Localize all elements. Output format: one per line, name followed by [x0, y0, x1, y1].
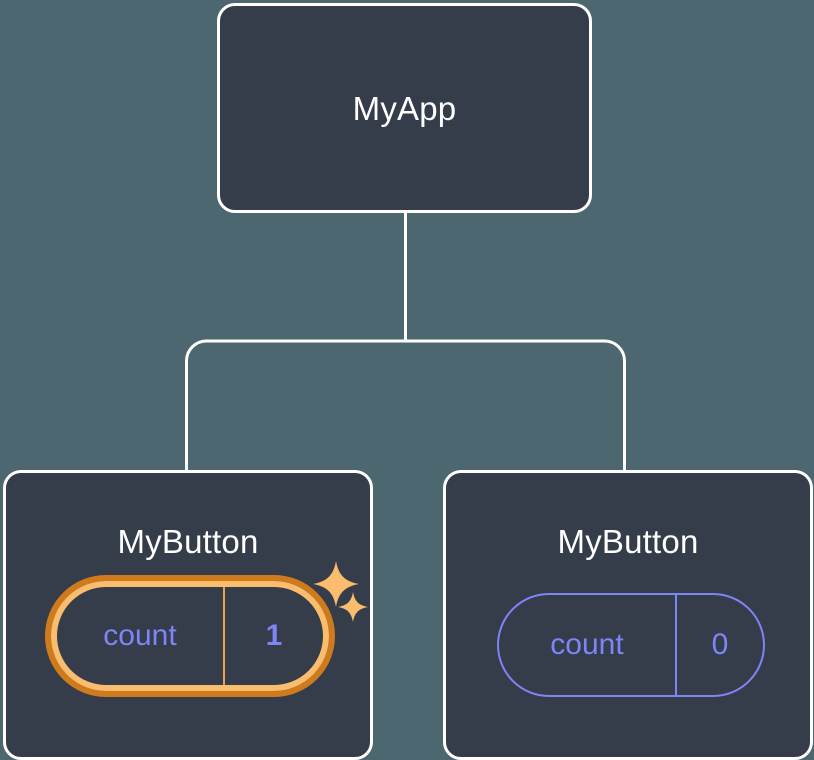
state-pill-label: count [499, 595, 677, 695]
sparkle-icon [313, 561, 359, 607]
state-pill[interactable]: count 0 [497, 593, 765, 697]
state-pill-inner-ring: count 1 [51, 581, 329, 691]
node-mybutton-left-title: MyButton [117, 523, 259, 560]
node-mybutton-right-title: MyButton [557, 523, 699, 560]
connector-children-bus [185, 339, 626, 470]
node-myapp-title: MyApp [352, 90, 457, 127]
state-pill-value: 0 [711, 628, 729, 661]
state-pill-label: count [57, 587, 225, 685]
node-mybutton-right[interactable]: MyButton count 0 [443, 470, 813, 760]
node-myapp[interactable]: MyApp [217, 3, 592, 213]
state-pill-value: 1 [265, 619, 283, 652]
tree-connectors [185, 213, 626, 470]
sparkle-icon [338, 592, 368, 622]
state-pill-highlighted[interactable]: count 1 [45, 575, 335, 697]
node-mybutton-left[interactable]: MyButton count 1 [3, 470, 373, 760]
component-tree-diagram: MyApp MyButton count 1 MyButton count 0 [3, 3, 813, 760]
